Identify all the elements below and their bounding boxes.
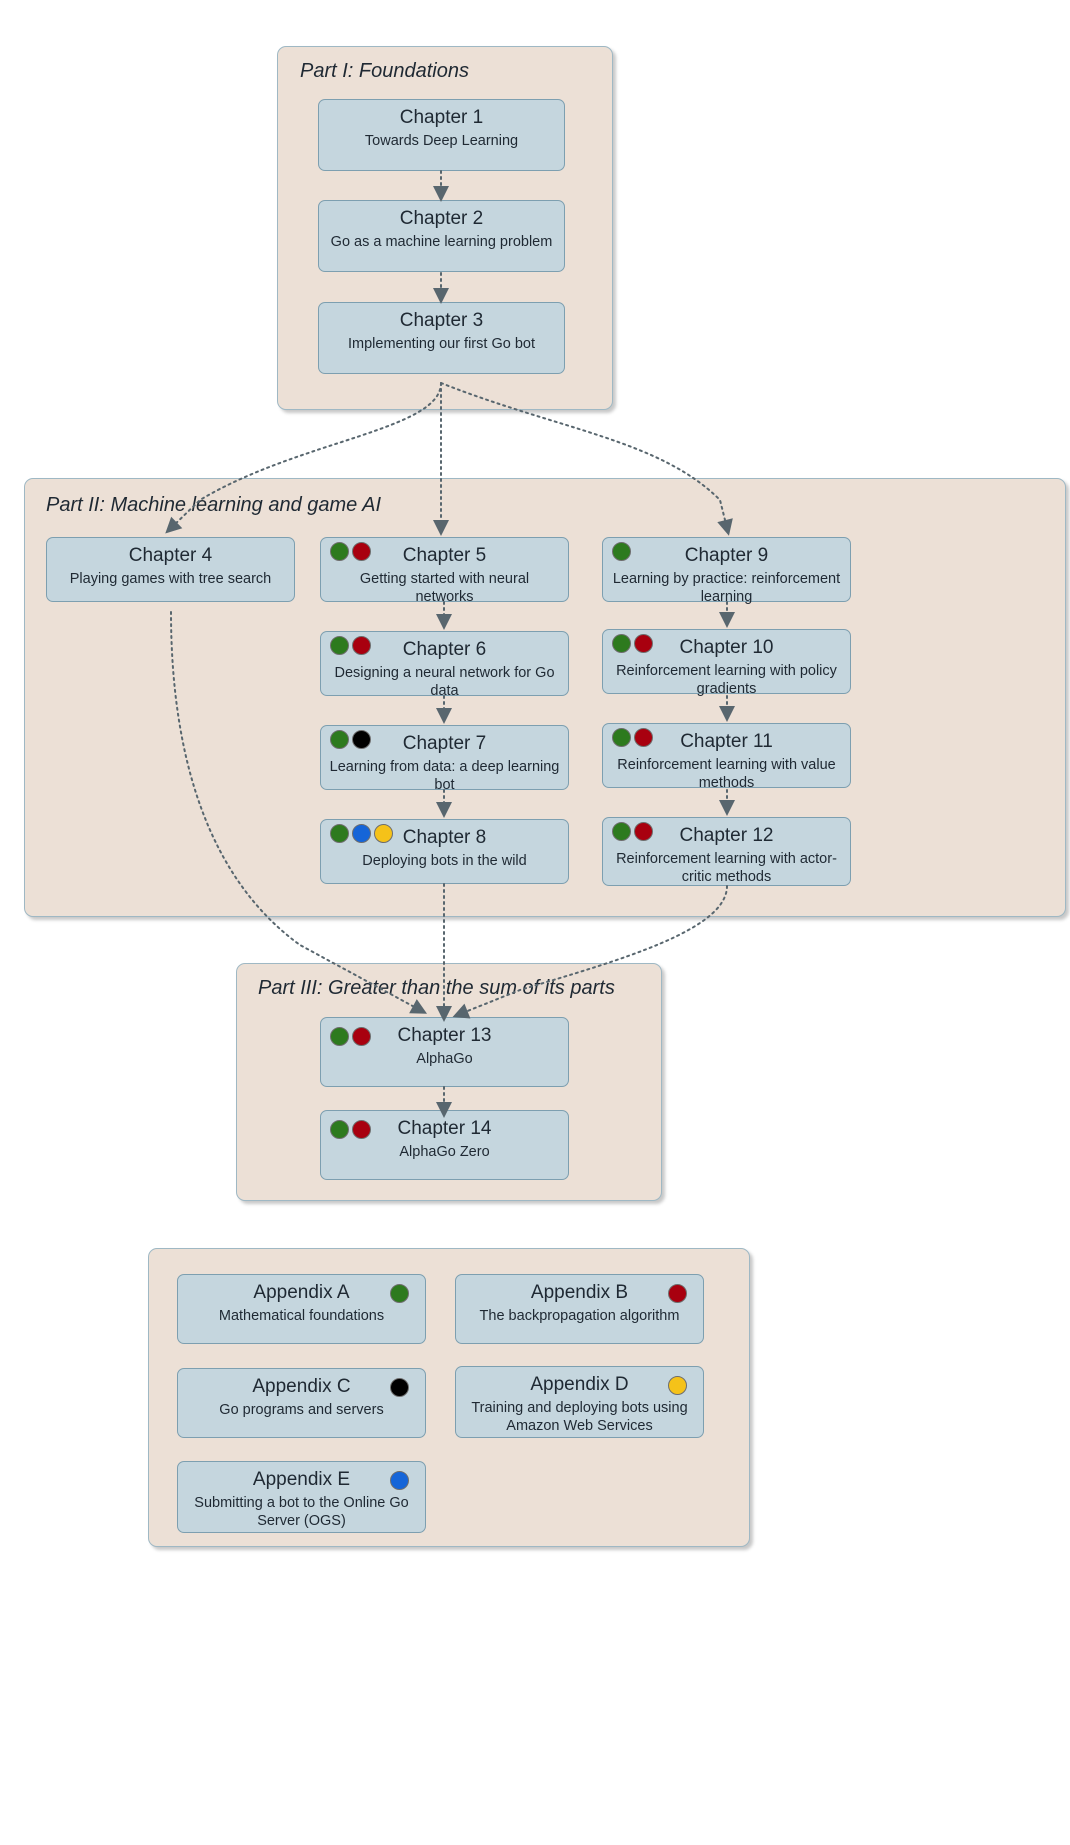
node-subtitle: Deploying bots in the wild [362, 853, 527, 869]
node-chapter-13[interactable]: Chapter 13 AlphaGo [320, 1017, 569, 1087]
node-subtitle: Reinforcement learning with actor-critic… [616, 851, 837, 885]
node-subtitle: Training and deploying bots using Amazon… [471, 1400, 688, 1434]
node-title: Appendix D [530, 1374, 629, 1395]
node-appendix-c[interactable]: Appendix C Go programs and servers [177, 1368, 426, 1438]
appendix-a-color-dots [390, 1284, 409, 1303]
node-subtitle: Mathematical foundations [218, 1308, 385, 1324]
chapter-5-color-dots [330, 542, 371, 561]
green-dot-icon [330, 542, 349, 561]
node-subtitle: Towards Deep Learning [364, 133, 519, 149]
green-dot-icon [330, 636, 349, 655]
node-title: Chapter 5 [402, 545, 487, 566]
node-title: Chapter 4 [128, 545, 213, 566]
node-title: Chapter 13 [397, 1025, 492, 1046]
appendix-b-color-dots [668, 1284, 687, 1303]
node-chapter-2[interactable]: Chapter 2 Go as a machine learning probl… [318, 200, 565, 272]
node-subtitle: Learning by practice: reinforcement lear… [612, 571, 841, 605]
yellow-dot-icon [374, 824, 393, 843]
node-title: Chapter 10 [679, 637, 774, 658]
node-title: Chapter 1 [399, 107, 484, 128]
blue-dot-icon [390, 1471, 409, 1490]
node-subtitle: Go as a machine learning problem [330, 234, 553, 250]
node-title: Chapter 6 [402, 639, 487, 660]
red-dot-icon [352, 1027, 371, 1046]
node-title: Appendix B [530, 1282, 629, 1303]
node-appendix-b[interactable]: Appendix B The backpropagation algorithm [455, 1274, 704, 1344]
node-title: Chapter 7 [402, 733, 487, 754]
chapter-8-color-dots [330, 824, 393, 843]
node-subtitle: Reinforcement learning with policy gradi… [616, 663, 837, 697]
node-subtitle: AlphaGo Zero [399, 1144, 490, 1160]
node-subtitle: Playing games with tree search [69, 571, 272, 587]
node-title: Appendix E [252, 1469, 351, 1490]
chapter-10-color-dots [612, 634, 653, 653]
yellow-dot-icon [668, 1376, 687, 1395]
node-appendix-e[interactable]: Appendix E Submitting a bot to the Onlin… [177, 1461, 426, 1533]
appendix-e-color-dots [390, 1471, 409, 1490]
node-appendix-a[interactable]: Appendix A Mathematical foundations [177, 1274, 426, 1344]
green-dot-icon [330, 1027, 349, 1046]
appendix-c-color-dots [390, 1378, 409, 1397]
black-dot-icon [390, 1378, 409, 1397]
green-dot-icon [612, 728, 631, 747]
node-subtitle: Getting started with neural networks [359, 571, 530, 605]
node-title: Appendix A [253, 1282, 350, 1303]
node-subtitle: Go programs and servers [219, 1402, 384, 1418]
node-title: Chapter 14 [397, 1118, 492, 1139]
green-dot-icon [612, 822, 631, 841]
chapter-13-color-dots [330, 1027, 371, 1046]
red-dot-icon [668, 1284, 687, 1303]
node-title: Chapter 12 [679, 825, 774, 846]
node-subtitle: The backpropagation algorithm [479, 1308, 680, 1324]
appendix-d-color-dots [668, 1376, 687, 1395]
red-dot-icon [352, 542, 371, 561]
cluster-part-1-title: Part I: Foundations [300, 60, 469, 82]
node-subtitle: AlphaGo [416, 1051, 473, 1067]
node-chapter-10[interactable]: Chapter 10 Reinforcement learning with p… [602, 629, 851, 697]
chapter-12-color-dots [612, 822, 653, 841]
green-dot-icon [390, 1284, 409, 1303]
green-dot-icon [330, 730, 349, 749]
red-dot-icon [634, 728, 653, 747]
node-title: Chapter 3 [399, 310, 484, 331]
blue-dot-icon [352, 824, 371, 843]
node-title: Chapter 8 [402, 827, 487, 848]
red-dot-icon [352, 1120, 371, 1139]
red-dot-icon [634, 634, 653, 653]
node-title: Appendix C [252, 1376, 351, 1397]
node-title: Chapter 9 [684, 545, 769, 566]
chapter-7-color-dots [330, 730, 371, 749]
red-dot-icon [352, 636, 371, 655]
cluster-part-2-title: Part II: Machine learning and game AI [46, 494, 381, 516]
node-chapter-1[interactable]: Chapter 1 Towards Deep Learning [318, 99, 565, 171]
node-subtitle: Submitting a bot to the Online Go Server… [194, 1495, 409, 1529]
node-chapter-4[interactable]: Chapter 4 Playing games with tree search [46, 537, 295, 602]
green-dot-icon [612, 542, 631, 561]
node-title: Chapter 11 [680, 731, 773, 752]
node-subtitle: Implementing our first Go bot [348, 336, 535, 352]
black-dot-icon [352, 730, 371, 749]
green-dot-icon [330, 824, 349, 843]
node-subtitle: Reinforcement learning with value method… [617, 757, 836, 791]
node-subtitle: Learning from data: a deep learning bot [329, 759, 560, 793]
green-dot-icon [612, 634, 631, 653]
node-title: Chapter 2 [399, 208, 484, 229]
red-dot-icon [634, 822, 653, 841]
chapter-11-color-dots [612, 728, 653, 747]
cluster-part-3-title: Part III: Greater than the sum of its pa… [258, 977, 615, 999]
chapter-9-color-dots [612, 542, 631, 561]
node-appendix-d[interactable]: Appendix D Training and deploying bots u… [455, 1366, 704, 1438]
chapter-6-color-dots [330, 636, 371, 655]
node-chapter-3[interactable]: Chapter 3 Implementing our first Go bot [318, 302, 565, 374]
green-dot-icon [330, 1120, 349, 1139]
node-chapter-9[interactable]: Chapter 9 Learning by practice: reinforc… [602, 537, 851, 605]
chapter-14-color-dots [330, 1120, 371, 1139]
node-subtitle: Designing a neural network for Go data [334, 665, 555, 699]
